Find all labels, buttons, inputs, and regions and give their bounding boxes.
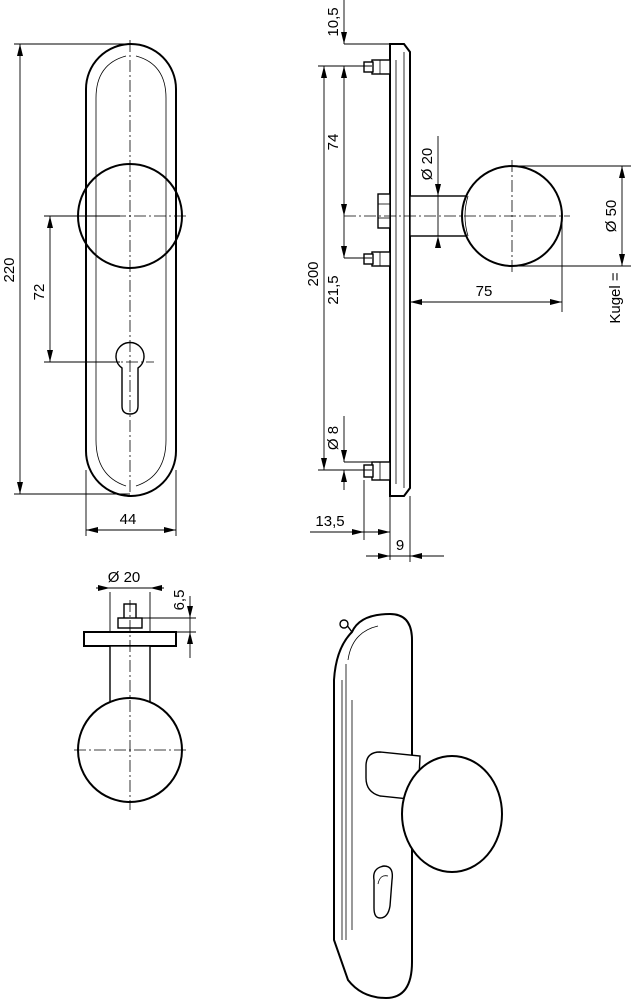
side-screw-top [363, 59, 391, 75]
perspective-knob [401, 755, 503, 873]
dim-13-5-label: 13,5 [315, 513, 344, 530]
side-spindle-square [377, 193, 391, 229]
perspective-keyhole [373, 865, 394, 919]
side-view: 10,5 74 200 21,5 Ø 8 13,5 [305, 0, 631, 562]
perspective-plate-outline [333, 612, 413, 1000]
top-view: Ø 20 6,5 [74, 569, 196, 810]
top-dim-6-5-label: 6,5 [171, 590, 188, 611]
dim-75-label: 75 [476, 283, 493, 300]
dim-220-label: 220 [1, 257, 18, 282]
dim-21-5-label: 21,5 [325, 275, 342, 304]
top-dim-dia-20-label: Ø 20 [108, 569, 141, 586]
side-screw-bottom [363, 461, 391, 481]
dim-dia-8-label: Ø 8 [325, 426, 342, 450]
side-screw-middle [363, 251, 391, 267]
dim-74-label: 74 [325, 134, 342, 151]
dim-200-label: 200 [305, 261, 322, 286]
front-view: 220 72 44 [1, 40, 186, 536]
perspective-view [333, 612, 503, 1000]
side-plate [389, 43, 411, 497]
front-plate-outline [85, 43, 177, 497]
dim-72-label: 72 [31, 284, 48, 301]
front-plate-inner-edge [95, 55, 127, 99]
dim-dia-50-label: Ø 50 [603, 200, 620, 233]
kugel-note: Kugel = [607, 272, 624, 324]
dim-44-label: 44 [120, 511, 137, 528]
dim-10-5-label: 10,5 [325, 7, 342, 36]
dim-dia-20-label: Ø 20 [419, 148, 436, 181]
dim-9-label: 9 [396, 537, 404, 554]
front-keyhole [115, 341, 145, 415]
